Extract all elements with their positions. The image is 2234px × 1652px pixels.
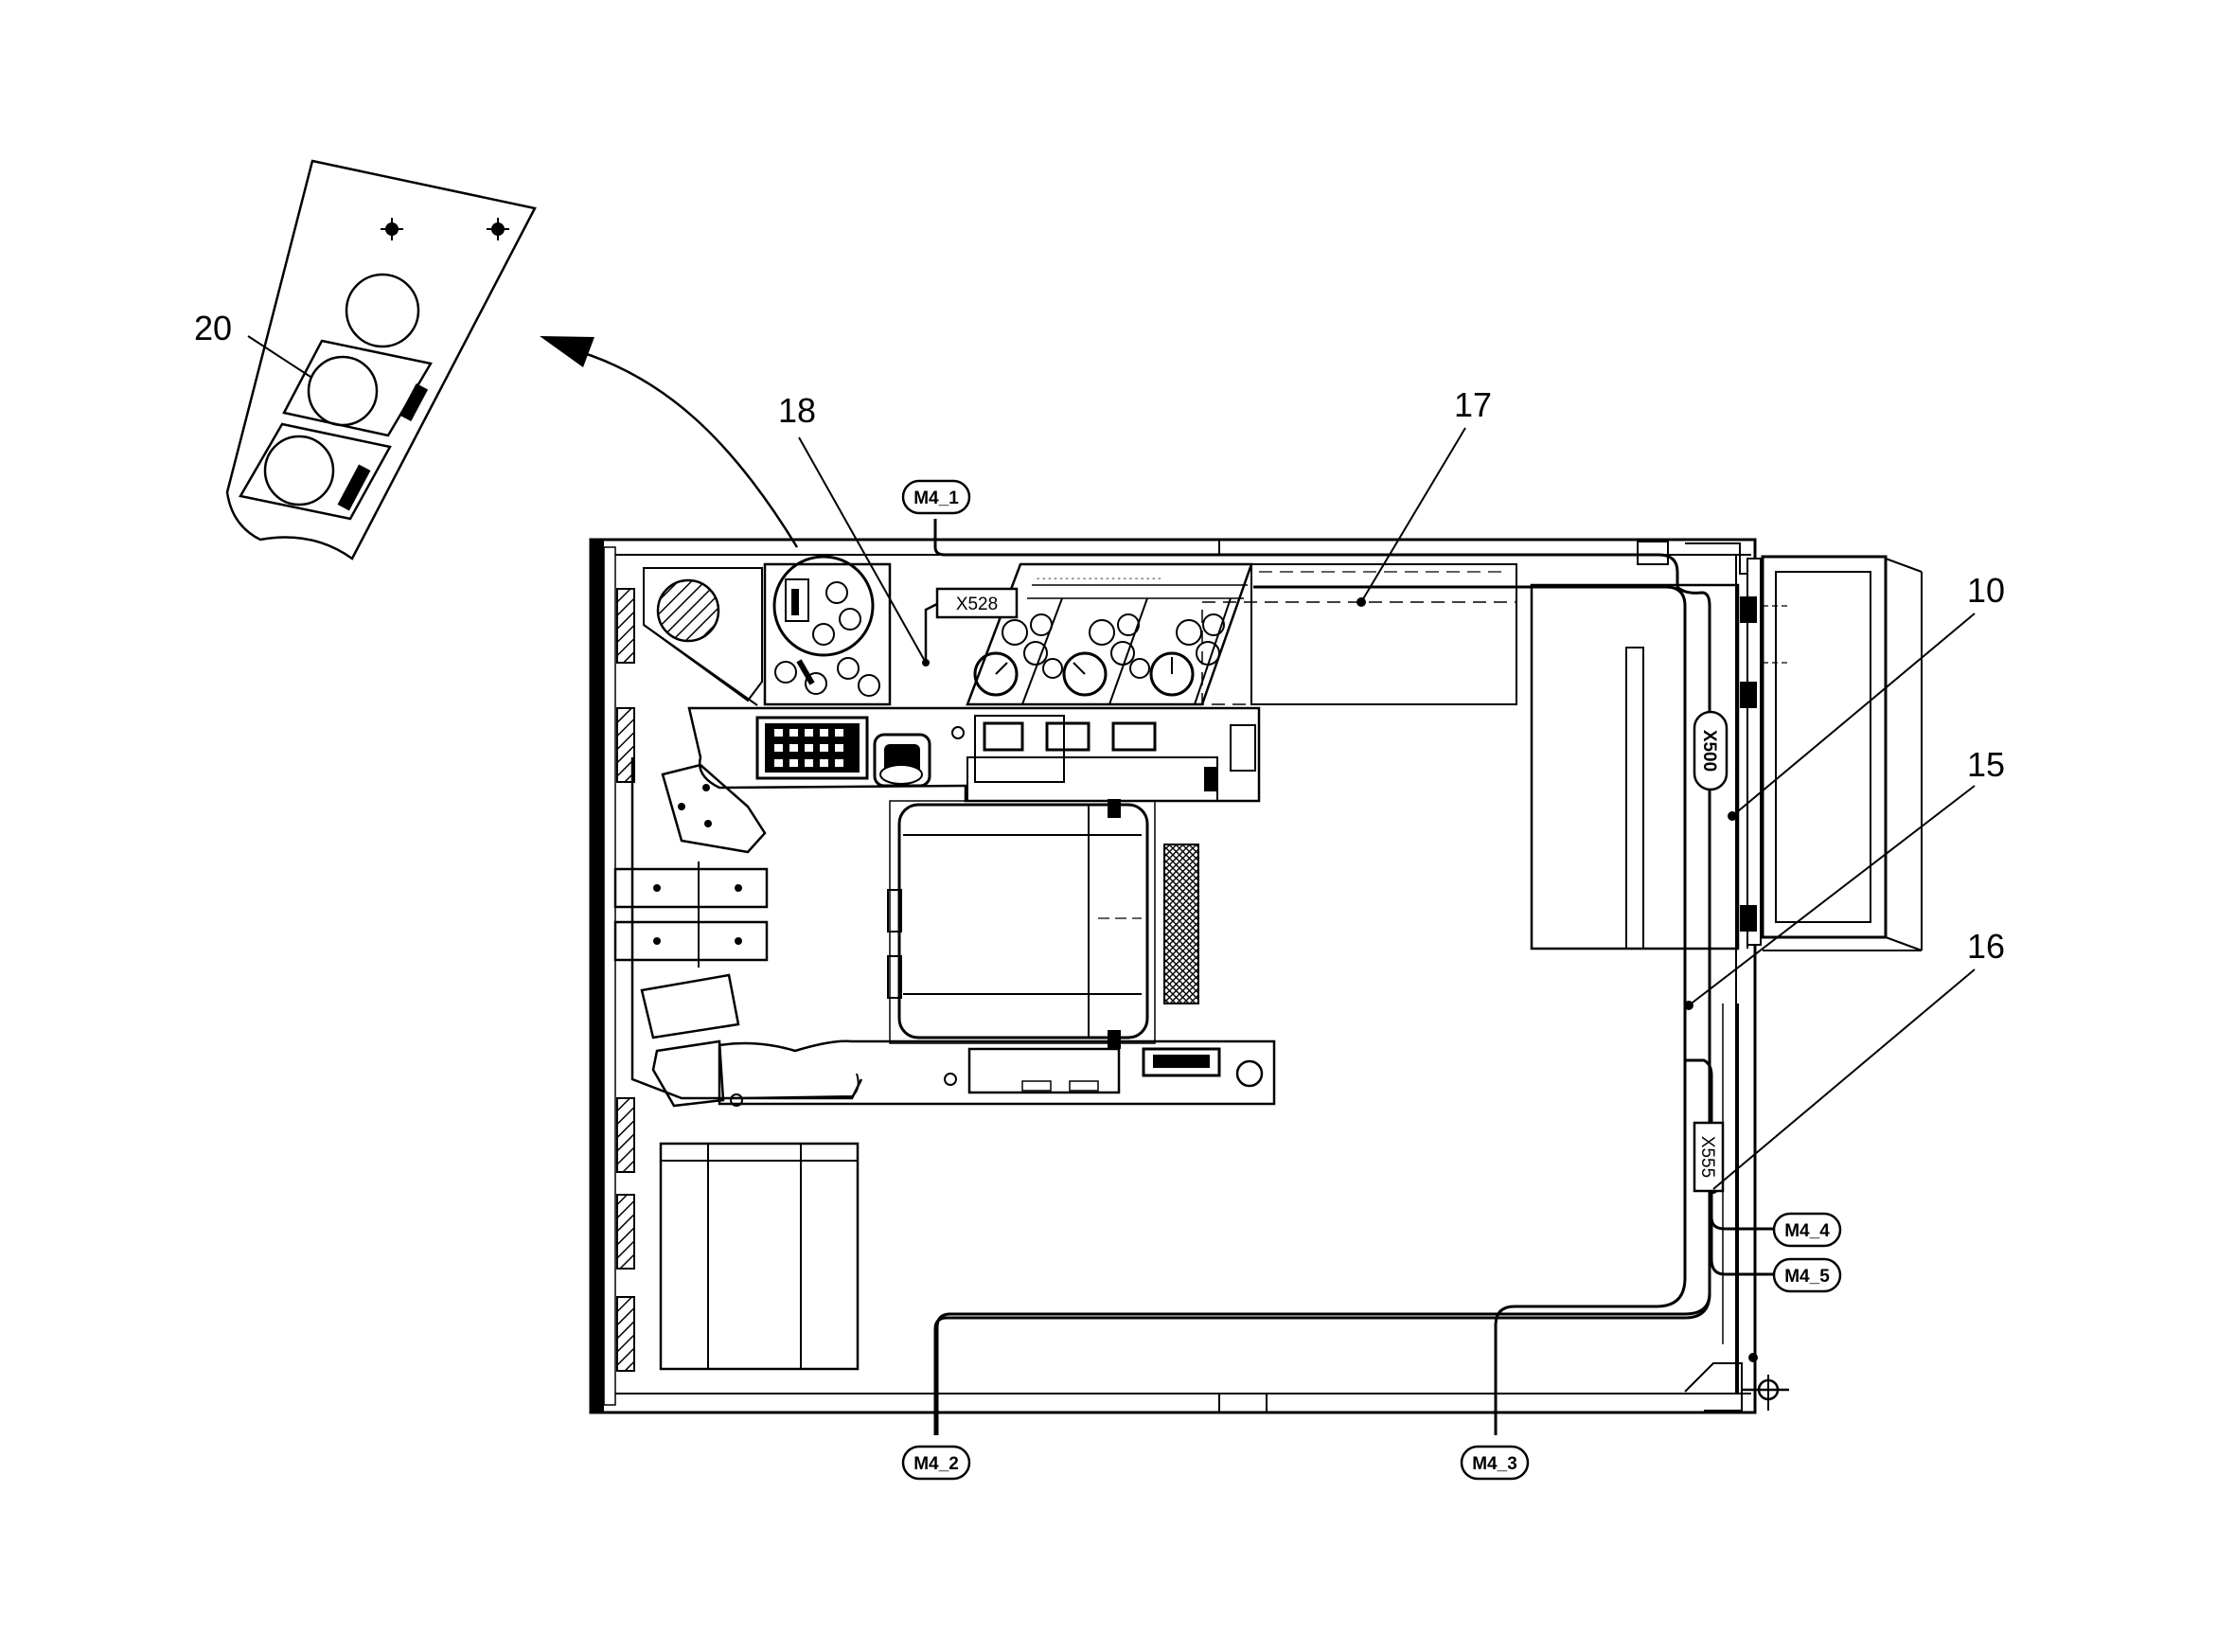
connector-x528: X528 xyxy=(935,587,1019,619)
svg-text:17: 17 xyxy=(1454,385,1492,424)
svg-text:M4_4: M4_4 xyxy=(1784,1221,1830,1241)
empty-switch-opening xyxy=(345,273,420,348)
detail-arrow xyxy=(540,336,799,548)
wiper-switch xyxy=(307,355,379,427)
connector-x555: X555 xyxy=(1693,1121,1725,1193)
callout-10: 10 xyxy=(1731,571,2005,817)
wiper-switch xyxy=(263,435,335,506)
screw-icon xyxy=(381,218,403,240)
svg-text:M4_5: M4_5 xyxy=(1784,1267,1830,1287)
svg-text:15: 15 xyxy=(1967,745,2005,784)
callout-18: 18 xyxy=(778,391,927,664)
dashboard: - - - - - - - - - - - - - - - - - - - - … xyxy=(763,555,1517,706)
storage-compartment xyxy=(659,1142,860,1371)
connector-m4-2: M4_2 xyxy=(901,1445,971,1481)
pedals-and-controls xyxy=(613,757,863,1108)
operator-seat xyxy=(887,799,1199,1049)
control-console xyxy=(687,706,1261,803)
connector-m4-1: M4_1 xyxy=(901,479,971,515)
screw-icon xyxy=(487,218,509,240)
callout-15: 15 xyxy=(1688,745,2005,1006)
connector-m4-3: M4_3 xyxy=(1460,1445,1530,1481)
connector-m4-5: M4_5 xyxy=(1772,1257,1842,1293)
svg-text:M4_1: M4_1 xyxy=(913,488,959,508)
detail-panel: 20 xyxy=(194,159,537,560)
svg-text:18: 18 xyxy=(778,391,816,430)
connector-m4-4: M4_4 xyxy=(1772,1212,1842,1248)
svg-text:X555: X555 xyxy=(1697,1136,1717,1178)
front-left-corner xyxy=(643,567,763,706)
callout-16: 16 xyxy=(1712,927,2005,1190)
svg-text:16: 16 xyxy=(1967,927,2005,966)
magnifier-circle xyxy=(772,555,875,657)
cab-outline xyxy=(589,538,1757,1414)
wiring-harness xyxy=(922,519,1780,1435)
svg-text:M4_2: M4_2 xyxy=(913,1454,959,1474)
svg-text:M4_3: M4_3 xyxy=(1472,1454,1517,1474)
door-and-window xyxy=(1530,541,1923,1412)
radio-console xyxy=(718,1039,1276,1106)
callout-20: 20 xyxy=(194,309,232,347)
connector-x500: X500 xyxy=(1693,710,1729,791)
svg-text:X528: X528 xyxy=(956,595,998,614)
callout-17: 17 xyxy=(1360,385,1492,603)
svg-text:X500: X500 xyxy=(1699,730,1719,772)
svg-text:- - - - - - - - - - - - - - -: - - - - - - - - - - - - - - - - - - - - … xyxy=(1037,574,1161,584)
svg-text:10: 10 xyxy=(1967,571,2005,610)
